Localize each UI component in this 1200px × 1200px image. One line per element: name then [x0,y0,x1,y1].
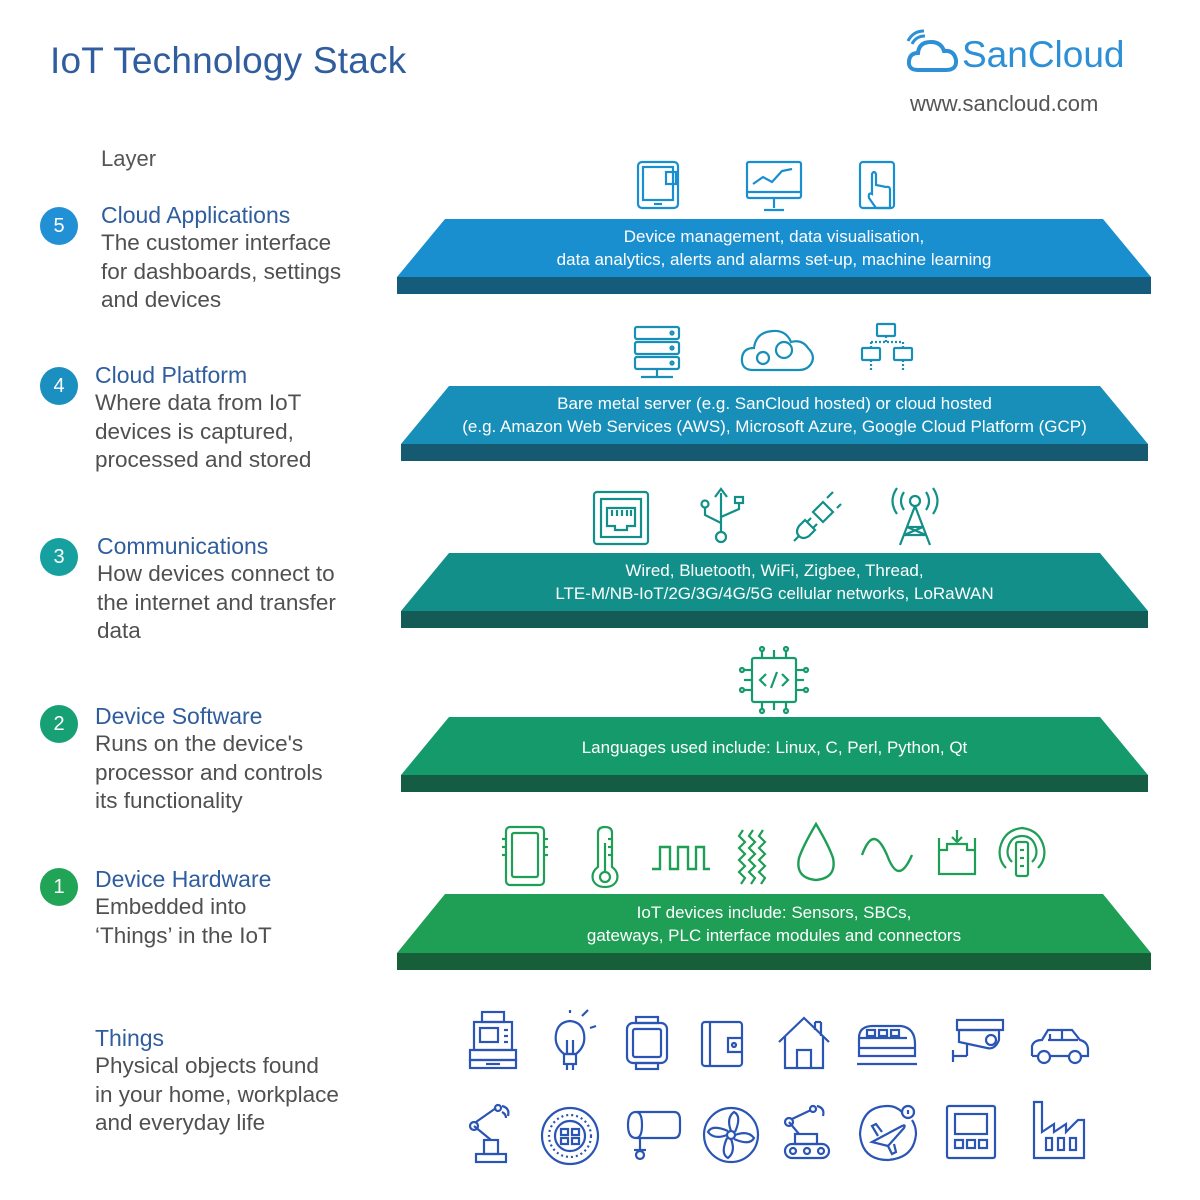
layer-4-text: Cloud Platform Where data from IoT devic… [95,361,311,475]
layer-5-badge: 5 [40,207,78,245]
airplane-icon [858,1104,918,1162]
brand-name: SanCloud [962,34,1125,75]
layer-4-desc-line: Where data from IoT [95,390,302,415]
network-nodes-icon [860,322,914,370]
layer-2-slab-line: Languages used include: Linux, C, Perl, … [581,738,968,757]
wallet-icon [700,1020,744,1068]
cloud-logo-icon [906,29,959,72]
layer-3-slab-line: Wired, Bluetooth, WiFi, Zigbee, Thread, [625,561,924,580]
vibration-icon [737,829,767,885]
brand-logo[interactable]: SanCloud [906,29,1136,82]
ethernet-port-icon [592,490,650,546]
smartwatch-icon [625,1015,669,1071]
fan-icon [702,1106,760,1164]
smart-thermostat-icon [540,1106,600,1166]
layer-1-slab: IoT devices include: Sensors, SBCs, gate… [397,894,1151,970]
layer-3-slab-line: LTE-M/NB-IoT/2G/3G/4G/5G cellular networ… [555,584,994,603]
page-title: IoT Technology Stack [50,40,407,81]
level-tank-icon [937,830,977,876]
layer-5-text: Cloud Applications The customer interfac… [101,201,341,315]
train-icon [857,1024,917,1066]
layer-1-badge: 1 [40,868,78,906]
car-icon [1030,1028,1090,1065]
layer-3-title: Communications [97,533,269,559]
server-icon [633,325,681,379]
factory-icon [1032,1100,1086,1160]
plug-icon [793,491,842,542]
things-text: Things Physical objects found in your ho… [95,1024,339,1138]
antenna-tower-icon [891,487,939,546]
layer-2-desc-line: its functionality [95,788,243,813]
layer-2-desc-line: processor and controls [95,759,323,785]
layer-2-title: Device Software [95,703,263,729]
layer-2-desc-line: Runs on the device's [95,731,304,756]
boiler-icon [626,1110,682,1161]
layer-5-title: Cloud Applications [101,202,291,228]
layer-5-slab-line: data analytics, alerts and alarms set-up… [556,250,992,269]
droplet-icon [797,821,835,882]
layer-1-title: Device Hardware [95,866,272,892]
rover-robot-icon [783,1104,831,1160]
layer-3-text: Communications How devices connect to th… [97,532,336,646]
layer-4-slab: Bare metal server (e.g. SanCloud hosted)… [401,386,1148,461]
layer-5-desc-line: The customer interface [101,230,332,255]
layer-3-badge: 3 [40,538,78,576]
layer-3-desc-line: How devices connect to [97,561,335,586]
layer-4-desc-line: processed and stored [95,447,312,472]
things-desc-line: in your home, workplace [95,1081,339,1107]
layer-4-badge: 4 [40,367,78,405]
layer-5-desc-line: and devices [101,287,222,312]
things-desc-line: and everyday life [95,1110,266,1135]
layer-2-badge: 2 [40,705,78,743]
robot-arm-icon [468,1103,510,1164]
things-desc-line: Physical objects found [95,1053,319,1078]
sine-wave-icon [860,837,914,873]
control-panel-icon [945,1104,997,1160]
layer-5-desc-line: for dashboards, settings [101,258,342,284]
cloud-gears-icon [740,329,815,372]
layer-1-slab-line: gateways, PLC interface modules and conn… [586,926,962,945]
thermometer-icon [591,825,619,889]
layer-3-desc-line: data [97,618,141,643]
touch-screen-icon [858,160,896,210]
layer-3-desc-line: the internet and transfer [97,589,336,615]
cash-register-icon [468,1010,518,1070]
layer-3-slab: Wired, Bluetooth, WiFi, Zigbee, Thread, … [401,553,1148,628]
sensor-probe-icon [998,826,1046,878]
layer-4-title: Cloud Platform [95,362,248,388]
layer-1-slab-line: IoT devices include: Sensors, SBCs, [636,903,912,922]
sbc-board-icon [502,825,548,887]
layer-2-text: Device Software Runs on the device's pro… [95,702,323,816]
square-wave-icon [652,845,710,871]
things-title: Things [95,1025,165,1051]
house-icon [778,1016,830,1070]
layer-1-text: Device Hardware Embedded into ‘Things’ i… [95,865,272,950]
layer-1-desc-line: Embedded into [95,894,247,919]
cctv-camera-icon [951,1018,1005,1062]
layer-column-heading: Layer [101,146,157,171]
layer-5-slab-line: Device management, data visualisation, [623,227,925,246]
tablet-icon [636,160,680,210]
website-link[interactable]: www.sancloud.com [910,91,1099,116]
monitor-chart-icon [745,160,803,212]
light-bulb-icon [554,1009,597,1070]
layer-1-desc-line: ‘Things’ in the IoT [95,922,272,948]
chip-code-icon [738,645,810,715]
layer-5-slab: Device management, data visualisation, d… [397,219,1151,294]
layer-4-slab-line: Bare metal server (e.g. SanCloud hosted)… [557,394,992,413]
layer-4-desc-line: devices is captured, [95,418,294,444]
layer-4-slab-line: (e.g. Amazon Web Services (AWS), Microso… [462,417,1087,436]
usb-icon [700,487,745,544]
layer-2-slab: Languages used include: Linux, C, Perl, … [401,717,1148,792]
